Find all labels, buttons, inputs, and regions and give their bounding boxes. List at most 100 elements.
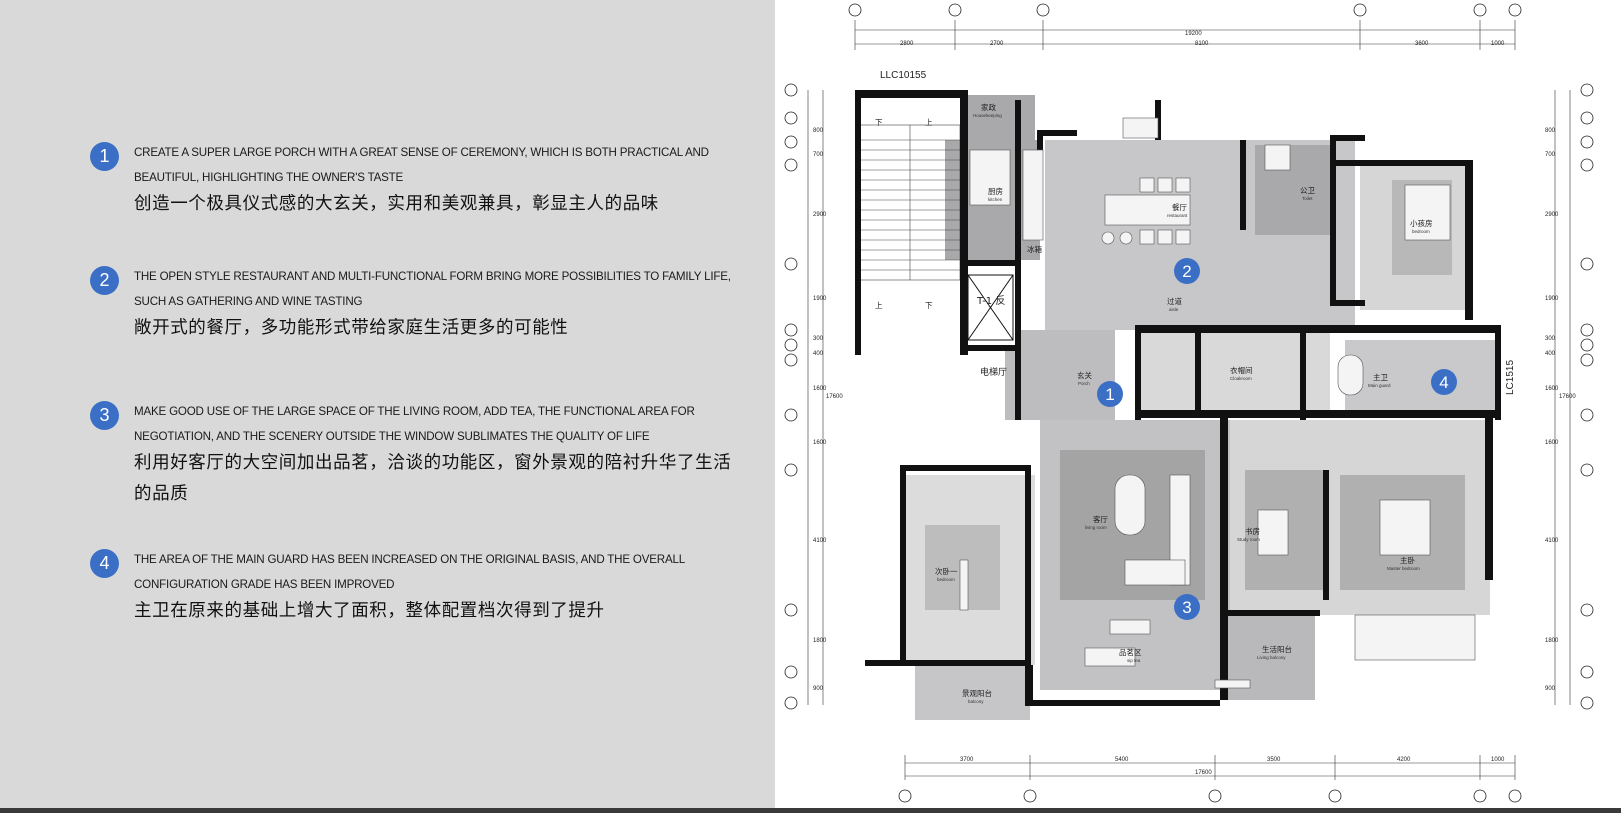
room-label-zh: 客厅	[1093, 514, 1109, 524]
point-zh-text: 主卫在原来的基础上增大了面积，整体配置档次得到了提升	[134, 600, 605, 620]
room-label-en: aisle	[1169, 307, 1179, 312]
room-label-zh: 主卧	[1400, 555, 1416, 565]
room-label-zh: 景观阳台	[962, 688, 992, 698]
marker-2	[1174, 258, 1200, 284]
floor-plan: 19200 2800 2700 8100 3600 1000 3700 5400…	[775, 0, 1621, 808]
left-dim: 1900	[813, 296, 827, 302]
left-dim: 4100	[813, 538, 827, 544]
stair-label: 下	[925, 301, 933, 310]
room-label-en: Cloakroom	[1230, 376, 1252, 381]
left-dim: 1600	[813, 386, 827, 392]
stair-labels: 下 上 上 下	[875, 118, 933, 310]
right-dim: 1600	[1545, 386, 1559, 392]
room-labels: 家政 Housekeeping 厨房 kitchen 冰箱 餐厅 restaur…	[935, 102, 1433, 704]
right-dim: 4100	[1545, 538, 1559, 544]
room-label-en: Study room	[1237, 537, 1260, 542]
bottom-dimensions	[904, 755, 1516, 780]
marker-1-label: 1	[1105, 385, 1114, 404]
top-dim: 1000	[1491, 41, 1505, 47]
bottom-dim: 1000	[1491, 757, 1505, 763]
walls	[855, 90, 1501, 706]
number-badge: 1	[90, 142, 119, 171]
number-badge: 4	[90, 549, 119, 578]
left-dim: 300	[813, 336, 824, 342]
room-label-en: living room	[1085, 525, 1107, 530]
room-label-en: sip tea	[1127, 658, 1141, 663]
furniture	[959, 117, 1476, 689]
room-label-zh: 冰箱	[1027, 244, 1043, 254]
marker-3-label: 3	[1182, 598, 1191, 617]
marker-4-label: 4	[1439, 373, 1448, 392]
point-en-text: CREATE A SUPER LARGE PORCH WITH A GREAT …	[134, 146, 709, 184]
room-label-en: Main guard	[1368, 383, 1391, 388]
left-dim: 1800	[813, 638, 827, 644]
right-dims: 800 700 2900 1900 300 400 1600 1600 4100…	[1545, 128, 1576, 692]
right-dim: 300	[1545, 336, 1556, 342]
room-label-zh: 小孩房	[1410, 218, 1433, 228]
point-zh-text: 创造一个极具仪式感的大玄关，实用和美观兼具，彰显主人的品味	[134, 193, 659, 213]
right-dim: 2900	[1545, 212, 1559, 218]
top-dimensions	[854, 20, 1516, 50]
marker-4	[1431, 369, 1457, 395]
right-total-dim: 17600	[1559, 394, 1576, 400]
room-label-en: Living balcony	[1257, 655, 1286, 660]
point-en-text: THE AREA OF THE MAIN GUARD HAS BEEN INCR…	[134, 553, 685, 591]
room-label-zh: T-1 反	[976, 295, 1005, 307]
left-dim: 2900	[813, 212, 827, 218]
room-label-en: Toilet	[1302, 196, 1313, 201]
plan-markers: 1 2 3 4	[1097, 258, 1457, 620]
right-dim: 1800	[1545, 638, 1559, 644]
room-label-zh: 玄关	[1077, 370, 1093, 380]
side-dimensions	[807, 90, 1571, 705]
left-axis-bubbles	[784, 83, 798, 710]
point-zh-text: 敞开式的餐厅，多功能形式带给家庭生活更多的可能性	[134, 317, 569, 337]
room-label-zh: 书房	[1245, 526, 1260, 536]
room-label-zh: 品茗区	[1119, 647, 1142, 657]
stair-label: 上	[875, 301, 883, 310]
number-badge: 3	[90, 401, 119, 430]
top-axis-bubbles	[848, 3, 1522, 17]
left-dim: 1600	[813, 440, 827, 446]
right-dim: 1600	[1545, 440, 1559, 446]
bottom-total-dim: 17600	[1195, 770, 1212, 776]
left-dim: 900	[813, 686, 824, 692]
description-panel: 1 CREATE A SUPER LARGE PORCH WITH A GREA…	[0, 0, 775, 808]
window-label: LC1515	[1505, 360, 1516, 395]
point-en-text: MAKE GOOD USE OF THE LARGE SPACE OF THE …	[134, 405, 695, 443]
room-label-en: Housekeeping	[973, 113, 1002, 118]
right-axis-bubbles	[1580, 83, 1594, 710]
room-label-en: Porch	[1078, 381, 1090, 386]
top-dim: 2700	[990, 41, 1004, 47]
top-dim: 3600	[1415, 41, 1429, 47]
right-dim: 700	[1545, 152, 1556, 158]
left-dim: 800	[813, 128, 824, 134]
room-label-zh: 公卫	[1300, 186, 1316, 195]
left-total-dim: 17600	[826, 394, 843, 400]
room-label-zh: 生活阳台	[1262, 644, 1292, 654]
left-dims: 800 700 2900 1900 300 400 1600 1600 4100…	[813, 128, 843, 692]
top-dim: 2800	[900, 41, 914, 47]
top-dim: 8100	[1195, 41, 1209, 47]
room-label-zh: 主卫	[1373, 372, 1389, 382]
marker-2-label: 2	[1182, 262, 1191, 281]
bottom-dim: 3700	[960, 757, 974, 763]
right-dim: 800	[1545, 128, 1556, 134]
room-label-en: restaurant	[1167, 213, 1188, 218]
window-label: LLC10155	[880, 70, 927, 81]
left-dim: 700	[813, 152, 824, 158]
room-label-zh: 餐厅	[1172, 203, 1188, 212]
room-label-zh: 家政	[981, 102, 996, 112]
marker-3	[1174, 594, 1200, 620]
room-label-en: bedroom	[937, 577, 955, 582]
room-label-en: Master bedroom	[1387, 566, 1420, 571]
right-dim: 1900	[1545, 296, 1559, 302]
room-label-en: bedroom	[1412, 229, 1430, 234]
bottom-dim: 5400	[1115, 757, 1129, 763]
bottom-dim: 3500	[1267, 757, 1281, 763]
bottom-bar	[0, 808, 1621, 813]
room-label-zh: 次卧一	[935, 566, 958, 576]
marker-1	[1097, 381, 1123, 407]
point-en-text: THE OPEN STYLE RESTAURANT AND MULTI-FUNC…	[134, 270, 731, 308]
top-total-dim: 19200	[1185, 31, 1202, 37]
bottom-dim: 4200	[1397, 757, 1411, 763]
